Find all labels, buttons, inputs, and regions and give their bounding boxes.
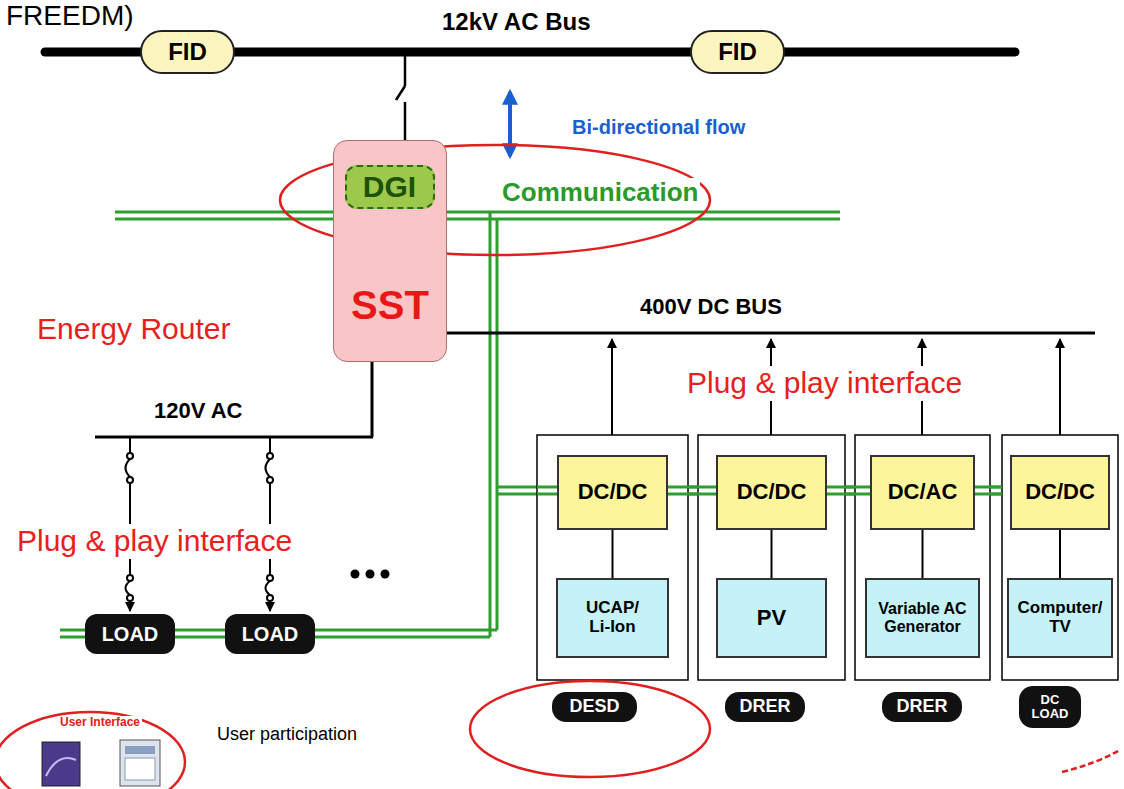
- breaker-contact: [127, 453, 133, 459]
- ac-feeder-wire: [371, 360, 374, 437]
- source-box: Variable AC Generator: [865, 578, 980, 658]
- connector-line: [612, 530, 614, 578]
- breaker-contact: [127, 575, 133, 581]
- connector-line: [1059, 530, 1061, 578]
- highlight-ellipse: [0, 712, 185, 789]
- node-text: SST: [351, 283, 429, 327]
- source-box: PV: [716, 578, 827, 658]
- converter-box: DC/DC: [1010, 455, 1110, 530]
- label-text: User Interface: [58, 716, 142, 730]
- label-text: Plug & play interface: [15, 524, 294, 559]
- breaker-arc: [126, 581, 131, 595]
- label-text: Bi-directional flow: [570, 116, 747, 139]
- breaker-arc: [266, 581, 271, 595]
- breaker-contact: [267, 575, 273, 581]
- node-text: FID: [168, 39, 207, 65]
- load-wire: [269, 437, 271, 453]
- fid-box: FID: [690, 30, 785, 74]
- flow-arrow: [508, 92, 512, 156]
- module-housing: [1002, 435, 1118, 680]
- ui-icon-detail: [125, 746, 155, 754]
- node-text: DGI: [363, 170, 416, 203]
- label-text: User participation: [215, 724, 359, 745]
- label-text: Communication: [500, 178, 700, 208]
- category-tag: DC LOAD: [1019, 686, 1081, 728]
- continuation-dot: [351, 570, 360, 579]
- breaker-contact: [267, 477, 273, 483]
- breaker-contact: [127, 477, 133, 483]
- node-text: Computer/ TV: [1015, 599, 1105, 636]
- ac-bus-line: [95, 436, 373, 439]
- connector-line: [922, 530, 924, 578]
- communication-line: [496, 219, 499, 630]
- breaker-contact: [267, 595, 273, 601]
- communication-line: [489, 212, 492, 637]
- breaker-arc: [266, 459, 271, 477]
- label-text: Energy Router: [35, 312, 232, 347]
- node-text: LOAD: [242, 623, 299, 645]
- ui-icon: [42, 742, 80, 786]
- breaker-contact: [127, 595, 133, 601]
- breaker-arc: [126, 459, 131, 477]
- switch-blade: [396, 86, 405, 100]
- load-wire: [269, 601, 271, 611]
- node-text: DC/DC: [578, 480, 648, 504]
- source-box: UCAP/ Li-Ion: [556, 578, 669, 658]
- load-box: LOAD: [225, 614, 315, 654]
- load-wire: [129, 437, 131, 453]
- module-housing: [537, 435, 688, 680]
- label-text: 400V DC BUS: [638, 294, 784, 319]
- ui-icon-detail: [46, 758, 76, 776]
- label-text: Plug & play interface: [685, 366, 964, 401]
- node-text: DRER: [896, 697, 947, 717]
- module-housing: [698, 435, 845, 680]
- node-text: DRER: [739, 697, 790, 717]
- continuation-dot: [366, 570, 375, 579]
- feeder-wire: [404, 52, 407, 86]
- dgi-box: DGI: [345, 165, 435, 209]
- converter-box: DC/AC: [870, 455, 975, 530]
- communication-line: [115, 218, 840, 221]
- label-text: 120V AC: [152, 398, 244, 423]
- node-text: DC LOAD: [1023, 693, 1077, 722]
- load-wire: [129, 601, 131, 611]
- breaker-contact: [267, 453, 273, 459]
- category-tag: DRER: [725, 692, 805, 722]
- ui-icon-detail: [125, 758, 155, 780]
- fid-box: FID: [140, 30, 235, 74]
- label-text: FREEDM): [4, 0, 136, 32]
- node-text: Variable AC Generator: [873, 600, 972, 635]
- dc-bus-line: [447, 332, 1095, 335]
- source-box: Computer/ TV: [1007, 578, 1113, 658]
- load-box: LOAD: [85, 614, 175, 654]
- connector-line: [771, 530, 773, 578]
- highlight-ellipse: [470, 681, 710, 777]
- module-housing: [855, 435, 990, 680]
- node-text: DC/DC: [737, 480, 807, 504]
- sst-box: SST DGI: [333, 140, 447, 362]
- node-text: DESD: [569, 697, 619, 717]
- ui-icon: [120, 740, 160, 786]
- node-text: DC/DC: [1025, 480, 1095, 504]
- node-text: UCAP/ Li-Ion: [574, 599, 651, 636]
- communication-line: [115, 211, 840, 214]
- node-text: PV: [757, 606, 786, 630]
- node-text: FID: [718, 39, 757, 65]
- category-tag: DRER: [882, 692, 962, 722]
- category-tag: DESD: [552, 692, 637, 722]
- label-text: 12kV AC Bus: [440, 8, 593, 36]
- node-text: LOAD: [102, 623, 159, 645]
- decorative-swoosh: [1062, 750, 1120, 772]
- node-text: DC/AC: [888, 480, 958, 504]
- converter-box: DC/DC: [557, 455, 668, 530]
- continuation-dot: [381, 570, 390, 579]
- converter-box: DC/DC: [716, 455, 827, 530]
- feeder-wire: [404, 102, 407, 142]
